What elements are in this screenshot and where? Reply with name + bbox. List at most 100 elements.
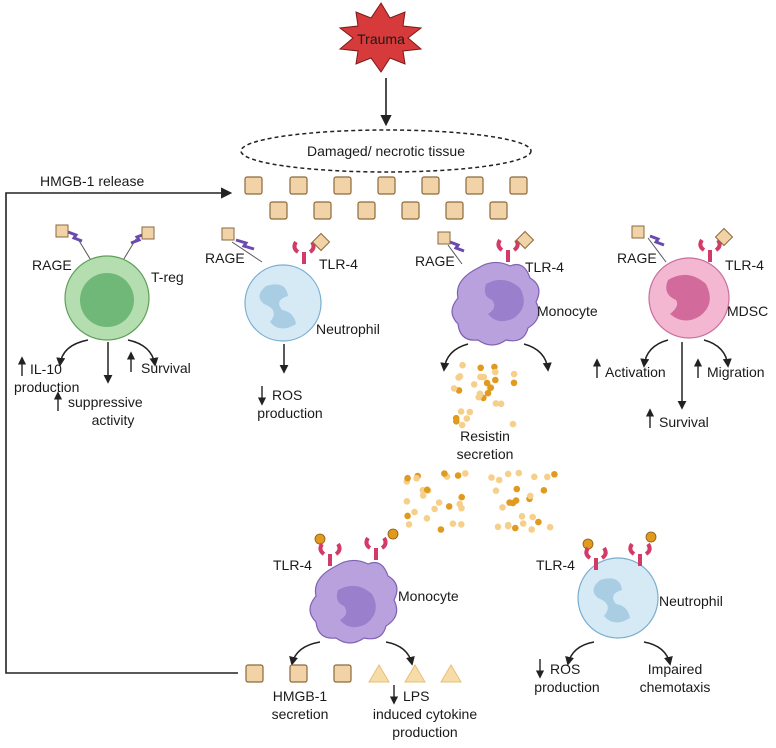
resistin-particle bbox=[476, 390, 484, 398]
resistin-particle bbox=[492, 368, 499, 376]
monocyte-bottom-arrow-left bbox=[289, 641, 321, 666]
resistin-particle bbox=[458, 521, 465, 528]
resistin-particle bbox=[403, 498, 411, 505]
treg-survival-label: Survival bbox=[141, 360, 191, 376]
resistin-particle bbox=[463, 415, 471, 422]
monocyte-bottom-cell bbox=[309, 528, 399, 644]
resistin-particle bbox=[531, 473, 538, 481]
resistin-particle bbox=[515, 469, 523, 477]
neutrophil-bottom-arrow-right bbox=[643, 641, 673, 666]
resistin-particle bbox=[510, 379, 518, 387]
resistin-particle bbox=[453, 418, 460, 425]
monocyte-top-rage-label: RAGE bbox=[415, 253, 455, 269]
hmgb1-square bbox=[289, 664, 308, 683]
hmgb1-square bbox=[421, 176, 440, 195]
resistin-particle bbox=[404, 474, 411, 482]
resistin-particle bbox=[458, 504, 465, 512]
neutrophil-top-rage-label: RAGE bbox=[205, 250, 245, 266]
resistin-particle bbox=[431, 505, 438, 513]
resistin-particle bbox=[527, 492, 534, 500]
resistin-particle bbox=[492, 400, 500, 407]
resistin-particle bbox=[510, 370, 518, 378]
hmgb1-square bbox=[445, 201, 464, 220]
lps-label-3: production bbox=[392, 724, 457, 740]
mdsc-cell bbox=[631, 225, 734, 339]
resistin-particle bbox=[513, 485, 521, 493]
resistin-particle bbox=[466, 408, 474, 416]
neutrophil-top-ros-label: ROS bbox=[272, 387, 302, 403]
hmgb1-square bbox=[244, 176, 263, 195]
resistin-particle bbox=[462, 470, 469, 477]
resistin-particle bbox=[413, 475, 420, 482]
resistin-particle bbox=[540, 487, 548, 494]
hmgb1-square bbox=[289, 176, 308, 195]
hmgb1-square bbox=[489, 201, 508, 220]
resistin-particle bbox=[512, 524, 519, 532]
resistin-particle bbox=[551, 471, 558, 478]
resistin-particle bbox=[411, 508, 418, 516]
resistin-particle bbox=[497, 400, 505, 408]
impaired-chemotaxis-label-2: chemotaxis bbox=[640, 679, 711, 695]
neutrophil-top-ros-label-2: production bbox=[257, 405, 322, 421]
resistin-particle bbox=[484, 389, 492, 397]
resistin-particle bbox=[544, 473, 551, 481]
monocyte-bottom-tlr4-label: TLR-4 bbox=[273, 557, 312, 573]
mdsc-arrow-right bbox=[703, 339, 732, 368]
resistin-particle bbox=[535, 518, 542, 526]
resistin-label-2: secretion bbox=[457, 446, 514, 462]
hmgb1-square bbox=[333, 664, 352, 683]
neutrophil-top-tlr4-label: TLR-4 bbox=[319, 256, 358, 272]
resistin-particle bbox=[445, 503, 453, 510]
treg-arrow-left bbox=[56, 339, 89, 367]
resistin-particle bbox=[487, 384, 495, 392]
resistin-particle bbox=[546, 523, 554, 531]
lps-triangle bbox=[368, 664, 390, 683]
hmgb1-square bbox=[313, 201, 332, 220]
monocyte-bottom-arrow-right bbox=[385, 641, 415, 666]
resistin-particle bbox=[478, 373, 486, 381]
hmgb1-square bbox=[377, 176, 396, 195]
resistin-particles-top bbox=[450, 361, 518, 429]
hmgb1-particles bbox=[244, 176, 528, 220]
damaged-tissue-label: Damaged/ necrotic tissue bbox=[307, 143, 465, 159]
hmgb1-square bbox=[269, 201, 288, 220]
monocyte-top-cell bbox=[437, 230, 540, 346]
mdsc-migration-label: Migration bbox=[707, 364, 765, 380]
feedback-loop-line bbox=[5, 187, 238, 674]
resistin-particle bbox=[491, 363, 498, 371]
mdsc-rage-label: RAGE bbox=[617, 250, 657, 266]
resistin-particle bbox=[450, 385, 458, 392]
monocyte-top-arrow-right bbox=[523, 343, 552, 372]
monocyte-top-arrow-left bbox=[440, 343, 469, 372]
neutrophil-bottom-ros-label-2: production bbox=[534, 679, 599, 695]
resistin-particle bbox=[519, 520, 527, 527]
resistin-particle bbox=[483, 379, 491, 387]
resistin-particle bbox=[435, 499, 443, 506]
resistin-particle bbox=[492, 376, 499, 384]
hmgb1-square bbox=[357, 201, 376, 220]
mdsc-survival-label: Survival bbox=[659, 414, 709, 430]
resistin-particle bbox=[488, 474, 495, 481]
monocyte-bottom-name: Monocyte bbox=[398, 588, 459, 604]
resistin-particle bbox=[477, 364, 485, 372]
resistin-label: Resistin bbox=[460, 428, 510, 444]
resistin-particle bbox=[437, 526, 445, 533]
resistin-particle bbox=[419, 492, 427, 499]
hmgb1-square bbox=[465, 176, 484, 195]
resistin-particle bbox=[457, 408, 465, 415]
resistin-particle bbox=[458, 421, 466, 429]
lps-triangle bbox=[440, 664, 462, 683]
treg-name: T-reg bbox=[151, 269, 184, 285]
mdsc-tlr4-label: TLR-4 bbox=[725, 257, 764, 273]
hmgb1-square bbox=[509, 176, 528, 195]
resistin-particle bbox=[509, 499, 517, 507]
treg-suppressive-label-2: activity bbox=[92, 412, 135, 428]
resistin-particle bbox=[458, 493, 466, 501]
resistin-particle bbox=[459, 361, 466, 369]
resistin-particle bbox=[423, 486, 431, 494]
resistin-particle bbox=[423, 515, 431, 522]
mdsc-activation-label: Activation bbox=[605, 364, 666, 380]
resistin-particle bbox=[509, 420, 517, 428]
